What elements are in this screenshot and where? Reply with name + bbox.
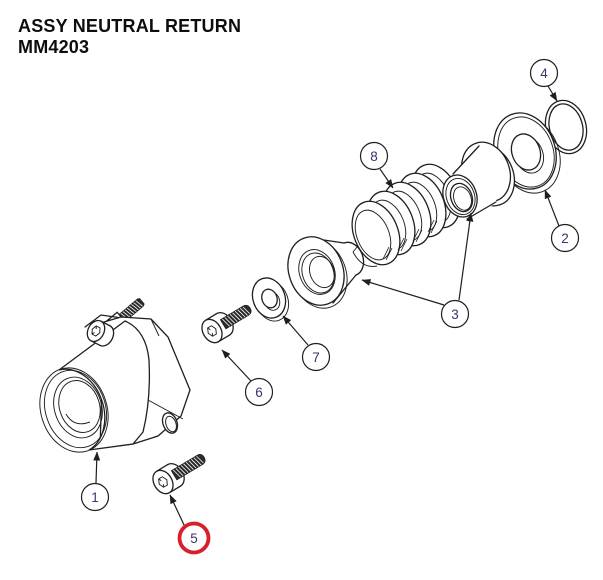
hex-socket (158, 476, 168, 488)
part-housing (39, 298, 191, 453)
leader-line-3 (361, 279, 445, 306)
hex-socket (207, 325, 217, 337)
callout-8[interactable]: 8 (359, 141, 389, 171)
callout-number: 1 (91, 490, 99, 505)
callout-number: 4 (540, 66, 548, 81)
callout-circle[interactable] (550, 223, 580, 253)
callout-number: 7 (312, 350, 320, 365)
spring-coil-hatching (382, 219, 438, 261)
leader-line-4 (547, 85, 558, 102)
callout-number: 3 (451, 307, 459, 322)
housing-boss-screw (86, 319, 115, 347)
part-washer-7 (251, 277, 290, 322)
title-block: ASSY NEUTRAL RETURN MM4203 (18, 16, 241, 58)
callout-number: 5 (190, 531, 198, 546)
callout-1[interactable]: 1 (80, 482, 110, 512)
part-bolt-6 (201, 304, 252, 344)
assembly-number: MM4203 (18, 37, 90, 57)
callout-4[interactable]: 4 (529, 58, 559, 88)
callout-5-highlighted[interactable]: 5 (177, 521, 211, 555)
callout-layer: 1 2 3 4 5 6 7 8 (80, 58, 580, 555)
callout-circle[interactable] (529, 58, 559, 88)
part-spring-8 (351, 163, 461, 267)
callout-circle[interactable] (359, 141, 389, 171)
callout-2[interactable]: 2 (550, 223, 580, 253)
leader-line-5 (169, 494, 186, 528)
callout-circle[interactable] (244, 377, 274, 407)
part-bushing-right-3 (442, 141, 516, 220)
leader-line-6 (221, 349, 252, 382)
leader-line-3 (458, 212, 474, 301)
callout-circle[interactable] (177, 521, 211, 555)
callout-6[interactable]: 6 (244, 377, 274, 407)
leader-line-8 (379, 168, 394, 189)
callout-number: 8 (370, 149, 378, 164)
callout-circle[interactable] (301, 342, 331, 372)
leader-line-1 (93, 451, 101, 484)
part-bolt-5 (152, 454, 206, 495)
part-bushing-left-3 (287, 236, 365, 309)
assembly-title: ASSY NEUTRAL RETURN (18, 16, 242, 36)
leader-line-2 (544, 189, 560, 227)
callout-number: 2 (561, 231, 569, 246)
callout-number: 6 (255, 385, 263, 400)
leader-line-7 (282, 315, 309, 346)
callout-circle[interactable] (80, 482, 110, 512)
callout-circle[interactable] (440, 299, 470, 329)
callout-3[interactable]: 3 (440, 299, 470, 329)
hex-socket (91, 325, 101, 337)
callout-7[interactable]: 7 (301, 342, 331, 372)
